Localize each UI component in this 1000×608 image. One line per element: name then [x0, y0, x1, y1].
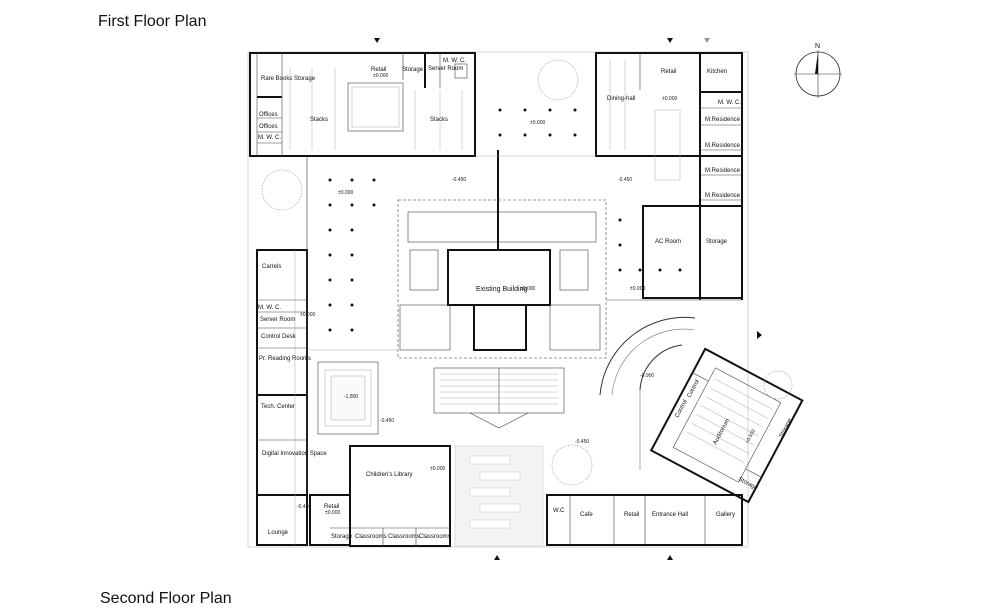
rare-books-label: Rare Books Storage	[261, 76, 316, 82]
m-residence-4-label: M.Residence	[705, 193, 741, 199]
level-marker: -0.450	[380, 418, 394, 424]
level-marker: -0.450	[297, 504, 311, 510]
m-residence-3-label: M.Residence	[705, 168, 741, 174]
level-marker: -0.450	[452, 177, 466, 183]
classrooms-2-label: Classrooms	[388, 534, 420, 540]
level-marker: ±0.000	[520, 286, 535, 292]
level-marker: -1.800	[344, 394, 358, 400]
auditorium-label: Auditorium	[712, 418, 731, 446]
tree-symbols	[261, 59, 793, 486]
dining-hall-label: Dining-hall	[607, 96, 635, 102]
storage-top-label: Storage	[402, 67, 424, 73]
level-marker: ±0.000	[530, 120, 545, 126]
north-arrow: N	[794, 43, 842, 98]
offices-1-label: Offices	[259, 112, 278, 118]
level-marker: ±0.000	[338, 190, 353, 196]
entrance-hall-label: Entrance Hall	[652, 512, 688, 518]
server-room-mid-label: Server Room	[260, 317, 295, 323]
retail-right-label: Retail	[661, 69, 676, 75]
m-residence-1-label: M.Residence	[705, 117, 741, 123]
pr-reading-label: Pr. Reading Rooms	[259, 356, 311, 362]
childrens-library-label: Children's Library	[366, 472, 413, 478]
storage-aud-1-label: Storage	[778, 417, 793, 439]
level-marker: ±0.000	[662, 96, 677, 102]
existing-building-label: Existing Building	[476, 286, 527, 293]
carrels-label: Carrels	[262, 264, 281, 270]
retail-bottom-label: Retail	[324, 504, 339, 510]
stacks-left-label: Stacks	[310, 117, 328, 123]
mwc-mid-label: M. W. C.	[258, 305, 281, 311]
ac-room-label: AC Room	[655, 239, 681, 245]
classrooms-3-label: Classrooms	[419, 534, 451, 540]
mwc-right-label: M. W. C.	[718, 100, 741, 106]
level-marker: -0.450	[575, 439, 589, 445]
north-label: N	[815, 43, 820, 50]
gallery-label: Gallery	[716, 512, 735, 518]
storage-bottom-label: Storage	[331, 534, 353, 540]
retail-entrance-label: Retail	[624, 512, 639, 518]
childrens-library-block	[309, 445, 451, 547]
left-wing	[256, 249, 308, 546]
amphitheatre-steps	[433, 367, 565, 429]
paving-strips	[454, 445, 544, 547]
entrance-block	[546, 494, 743, 546]
level-marker: ±0.000	[325, 510, 340, 516]
lounge-label: Lounge	[268, 530, 289, 536]
digital-innovation-label: Digital Innovation Space	[262, 451, 327, 457]
curved-ramp	[599, 316, 696, 470]
wc-bottom-label: W.C	[553, 508, 565, 514]
library-block	[249, 52, 476, 157]
sunken-court	[317, 361, 379, 435]
level-marker: +0.500	[744, 428, 757, 445]
offices-2-label: Offices	[259, 124, 278, 130]
mwc-left-label: M. W. C.	[258, 135, 281, 141]
level-marker: ±0.000	[373, 73, 388, 79]
tech-center-label: Tech. Center	[261, 404, 295, 410]
server-room-top-label: Server Room	[428, 66, 463, 72]
level-marker: ±0.000	[300, 312, 315, 318]
m-residence-2-label: M.Residence	[705, 143, 741, 149]
entrance-markers	[374, 38, 762, 560]
existing-building	[397, 150, 607, 359]
mwc-top-left-label: M. W. C.	[443, 58, 466, 64]
column-grid	[328, 108, 682, 332]
level-marker: -0.450	[618, 177, 632, 183]
control-desk-label: Control Desk	[261, 334, 297, 340]
level-marker: ±0.000	[430, 466, 445, 472]
level-marker: -0.900	[640, 373, 654, 379]
kitchen-label: Kitchen	[707, 69, 727, 75]
classrooms-1-label: Classrooms	[355, 534, 387, 540]
courtyard-walls	[306, 155, 743, 495]
retail-top-label: Retail	[371, 67, 386, 73]
storage-right-label: Storage	[706, 239, 728, 245]
stacks-right-label: Stacks	[430, 117, 448, 123]
level-marker: ±0.000	[630, 286, 645, 292]
cafe-label: Cafe	[580, 512, 593, 518]
plan-title: First Floor Plan	[98, 13, 207, 30]
auditorium-block	[649, 347, 804, 504]
